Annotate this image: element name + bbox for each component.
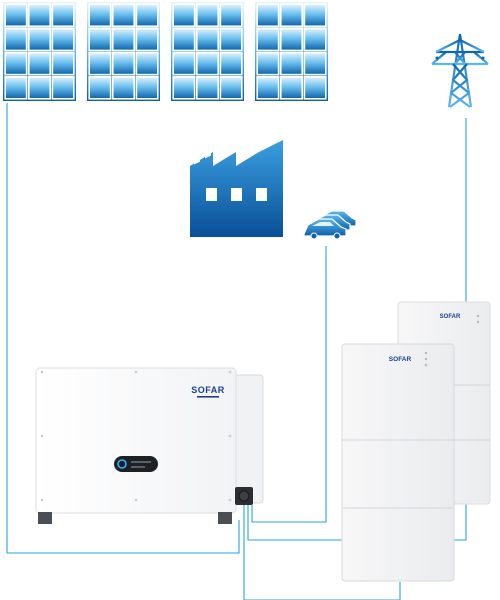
solar-cell <box>88 3 112 27</box>
solar-cell <box>27 3 51 27</box>
solar-cell <box>51 51 75 76</box>
solar-cell <box>135 3 159 27</box>
solar-cell <box>135 51 159 76</box>
solar-cell <box>219 51 243 76</box>
solar-cell <box>196 27 220 52</box>
battery-stack-front <box>341 343 455 582</box>
solar-cell <box>27 27 51 52</box>
electric-car-icon <box>303 210 357 240</box>
solar-cell <box>256 3 280 27</box>
solar-cell <box>27 51 51 76</box>
solar-cell <box>112 3 136 27</box>
solar-cell <box>51 76 75 100</box>
solar-cell <box>256 51 280 76</box>
solar-cell <box>51 3 75 27</box>
solar-cell <box>172 3 196 27</box>
solar-panel-icon <box>3 2 328 101</box>
solar-cell <box>27 76 51 100</box>
solar-cell <box>172 51 196 76</box>
solar-cell <box>4 51 28 76</box>
solar-cell <box>112 27 136 52</box>
solar-cell <box>135 76 159 100</box>
solar-cell <box>172 27 196 52</box>
solar-cell <box>279 27 303 52</box>
solar-cell <box>172 76 196 100</box>
solar-cell <box>196 76 220 100</box>
battery-front-brand-logo: SOFAR <box>389 356 412 363</box>
solar-cell <box>4 3 28 27</box>
solar-cell <box>279 3 303 27</box>
solar-cell <box>196 3 220 27</box>
solar-cell <box>219 76 243 100</box>
solar-cell <box>219 3 243 27</box>
solar-cell <box>4 27 28 52</box>
solar-cell <box>303 51 327 76</box>
solar-cell <box>256 76 280 100</box>
solar-cell <box>51 27 75 52</box>
solar-cell <box>88 51 112 76</box>
solar-cell <box>279 51 303 76</box>
inverter-unit <box>35 367 264 524</box>
solar-cell <box>4 76 28 100</box>
factory-icon <box>190 135 283 237</box>
solar-cell <box>303 3 327 27</box>
solar-cell <box>219 27 243 52</box>
solar-cell <box>112 51 136 76</box>
battery-rear-brand-logo: SOFAR <box>440 314 461 320</box>
transmission-tower-icon <box>431 33 489 108</box>
solar-cell <box>196 51 220 76</box>
solar-cell <box>256 27 280 52</box>
solar-cell <box>303 27 327 52</box>
solar-cell <box>279 76 303 100</box>
solar-cell <box>88 76 112 100</box>
solar-cell <box>112 76 136 100</box>
solar-cell <box>303 76 327 100</box>
inverter-brand-logo: SOFAR <box>191 385 225 395</box>
solar-cell <box>135 27 159 52</box>
solar-cell <box>88 27 112 52</box>
inverter-brand-underline <box>197 396 219 398</box>
